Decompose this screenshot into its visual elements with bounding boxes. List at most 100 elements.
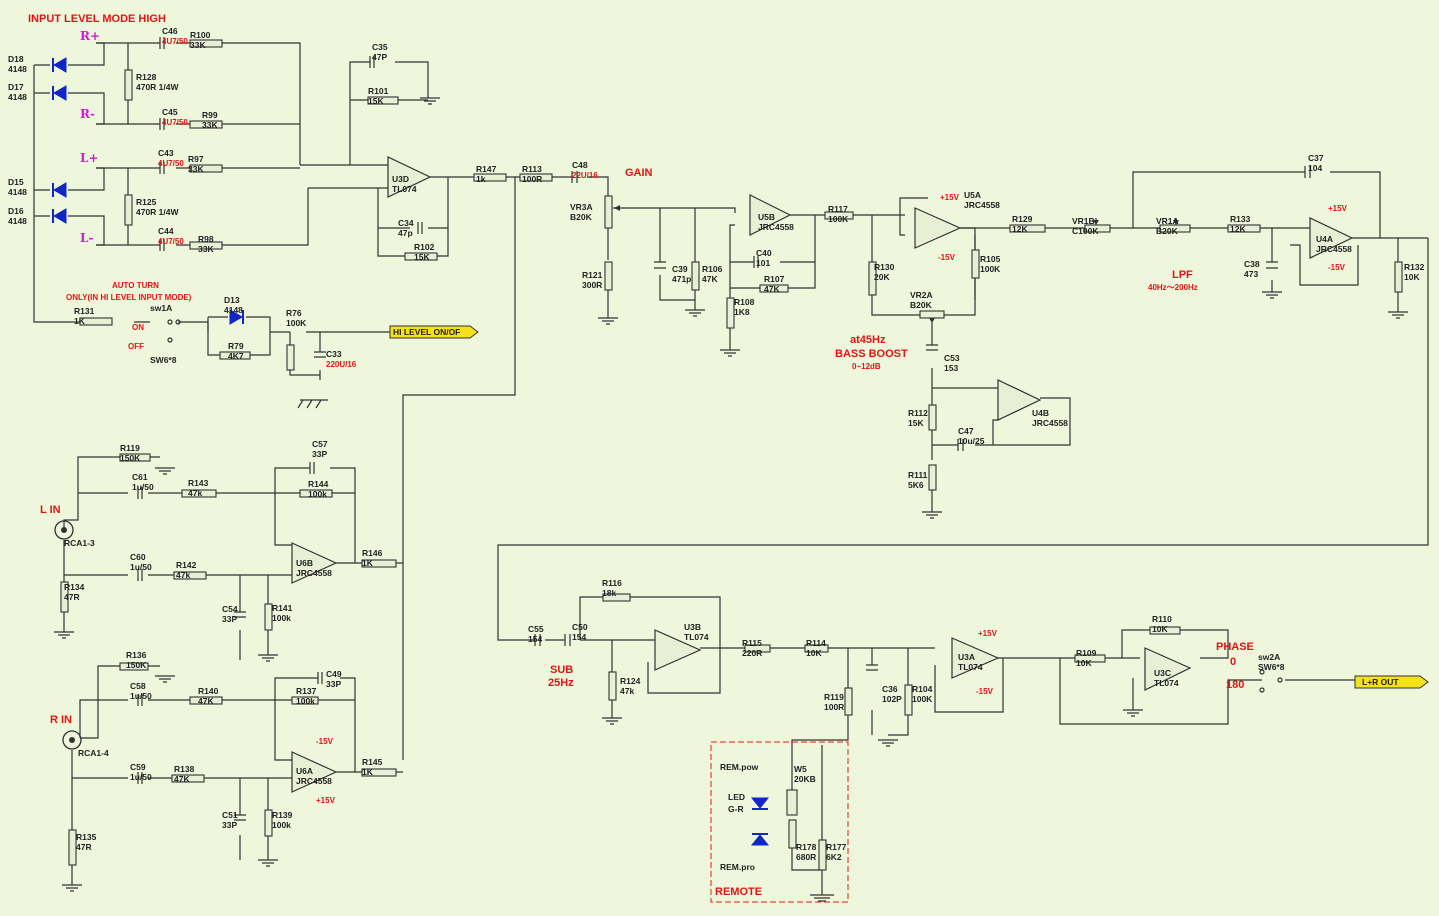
component-ref-r139: R139 bbox=[272, 810, 293, 820]
component-ref-c34: C34 bbox=[398, 218, 414, 228]
component-value-r141: 100k bbox=[272, 613, 291, 623]
component-value-c51: 33P bbox=[222, 820, 237, 830]
component-value-r139: 100k bbox=[272, 820, 291, 830]
opamp-u3c bbox=[1144, 647, 1192, 691]
component-ref-r143: R143 bbox=[188, 478, 209, 488]
component-value-r104: 100K bbox=[912, 694, 933, 704]
component-value-c50: 154 bbox=[572, 632, 586, 642]
component-value-r137: 100k bbox=[296, 696, 315, 706]
component-value-u5b: JRC4558 bbox=[758, 222, 794, 232]
component-value-u3c: TL074 bbox=[1154, 678, 1179, 688]
component-value-r177: 6K2 bbox=[826, 852, 842, 862]
component-value-c53: 153 bbox=[944, 363, 958, 373]
component-ref-u5b: U5B bbox=[758, 212, 775, 222]
component-value-r108: 1K8 bbox=[734, 307, 750, 317]
component-ref-u3c: U3C bbox=[1154, 668, 1171, 678]
label-bass-range: 0~12dB bbox=[852, 362, 881, 371]
component-value-r124: 47k bbox=[620, 686, 634, 696]
component-ref-r111: R111 bbox=[908, 470, 928, 480]
component-value-c34: 47p bbox=[398, 228, 413, 238]
resistors bbox=[60, 39, 1403, 871]
component-value-d13: 4148 bbox=[224, 305, 243, 315]
diodes bbox=[52, 57, 770, 846]
component-value-c55: 154 bbox=[528, 634, 542, 644]
op-amps bbox=[291, 156, 1354, 793]
component-ref-r141: R141 bbox=[272, 603, 293, 613]
component-ref-r132: R132 bbox=[1404, 262, 1425, 272]
component-value-c48: 22U/16 bbox=[572, 171, 598, 180]
component-ref-c37: C37 bbox=[1308, 153, 1324, 163]
component-value-r114: 10K bbox=[806, 648, 822, 658]
component-value-r178: 680R bbox=[796, 852, 816, 862]
input-r-plus: R+ bbox=[80, 29, 100, 43]
remote-box bbox=[710, 741, 849, 903]
component-value-r134: 47R bbox=[64, 592, 80, 602]
component-value-r97: 33K bbox=[188, 164, 204, 174]
component-ref-r129: R129 bbox=[1012, 214, 1033, 224]
component-ref-u3b: U3B bbox=[684, 622, 701, 632]
component-ref-u6b: U6B bbox=[296, 558, 313, 568]
rem-pro: REM.pro bbox=[720, 862, 755, 872]
component-ref-c59: C59 bbox=[130, 762, 146, 772]
component-ref-vr2a: VR2A bbox=[910, 290, 933, 300]
rca-left: RCA1-3 bbox=[64, 538, 95, 548]
component-ref-r98: R98 bbox=[198, 234, 214, 244]
component-ref-c57: C57 bbox=[312, 439, 328, 449]
component-ref-r131: R131 bbox=[74, 306, 95, 316]
component-ref-c49: C49 bbox=[326, 669, 342, 679]
label-r-in: R IN bbox=[50, 714, 72, 726]
component-ref-c61: C61 bbox=[132, 472, 148, 482]
opamp-u5b bbox=[749, 194, 792, 236]
rca-right: RCA1-4 bbox=[78, 748, 109, 758]
component-ref-c60: C60 bbox=[130, 552, 146, 562]
component-ref-c55: C55 bbox=[528, 624, 544, 634]
component-value-r101: 15K bbox=[368, 96, 384, 106]
component-ref-u3d: U3D bbox=[392, 174, 409, 184]
component-ref-vr1b: VR1B bbox=[1072, 216, 1095, 226]
component-value-r100: 33K bbox=[190, 40, 206, 50]
switch-sw1a: sw1A bbox=[150, 303, 172, 313]
component-ref-u3a: U3A bbox=[958, 652, 975, 662]
component-ref-r177: R177 bbox=[826, 842, 847, 852]
component-labels: D184148D174148D154148D164148C464U7/50R10… bbox=[8, 26, 1425, 862]
component-ref-c50: C50 bbox=[572, 622, 588, 632]
component-ref-r109: R109 bbox=[1076, 648, 1097, 658]
component-ref-r114: R114 bbox=[806, 638, 826, 648]
component-value-r115: 220R bbox=[742, 648, 762, 658]
component-value-r113: 100R bbox=[522, 174, 542, 184]
auto-turn-1: AUTO TURN bbox=[112, 281, 159, 290]
component-ref-r119: R119 bbox=[120, 443, 140, 453]
component-value-r131: 1K bbox=[74, 316, 86, 326]
label-l-in: L IN bbox=[40, 504, 61, 516]
component-ref-d15: D15 bbox=[8, 177, 24, 187]
component-value-r144: 100k bbox=[308, 489, 327, 499]
switch-on: ON bbox=[132, 323, 144, 332]
component-value-c45: 4U7/50 bbox=[162, 118, 188, 127]
component-value-c58: 1u/50 bbox=[130, 691, 152, 701]
label-remote: REMOTE bbox=[715, 886, 762, 898]
label-at45: at45Hz bbox=[850, 334, 886, 346]
component-ref-c47: C47 bbox=[958, 426, 974, 436]
component-ref-r142: R142 bbox=[176, 560, 197, 570]
component-value-r128: 470R 1/4W bbox=[136, 82, 179, 92]
component-value-vr1a: B20K bbox=[1156, 226, 1179, 236]
component-ref-r178: R178 bbox=[796, 842, 817, 852]
component-ref-r105: R105 bbox=[980, 254, 1001, 264]
input-l-minus: L- bbox=[80, 231, 93, 245]
component-value-u6a: JRC4558 bbox=[296, 776, 332, 786]
component-ref-r128: R128 bbox=[136, 72, 157, 82]
component-value-vr2a: B20K bbox=[910, 300, 933, 310]
component-ref-r119b: R119 bbox=[824, 692, 844, 702]
label-sub-freq: 25Hz bbox=[548, 677, 574, 689]
component-value-c37: 104 bbox=[1308, 163, 1322, 173]
component-ref-d16: D16 bbox=[8, 206, 24, 216]
component-value-r121: 300R bbox=[582, 280, 602, 290]
component-ref-r106: R106 bbox=[702, 264, 723, 274]
switch-contacts bbox=[167, 319, 1283, 693]
component-ref-c45: C45 bbox=[162, 107, 178, 117]
led-g-r bbox=[750, 797, 770, 846]
component-value-c36: 102P bbox=[882, 694, 902, 704]
component-value-vr1b: C100K bbox=[1072, 226, 1099, 236]
component-ref-r97: R97 bbox=[188, 154, 204, 164]
component-ref-r125: R125 bbox=[136, 197, 157, 207]
